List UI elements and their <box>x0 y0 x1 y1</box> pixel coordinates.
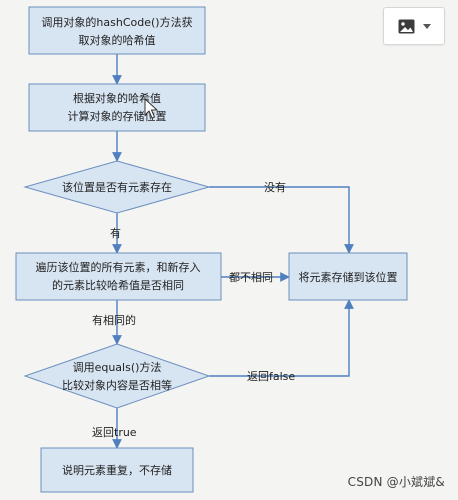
flow-node-n7: 说明元素重复，不存储 <box>40 447 194 493</box>
process-box <box>28 6 206 55</box>
decision-diamond <box>23 343 211 409</box>
process-box <box>15 252 222 301</box>
node-text-n2-line-1: 计算对象的存储位置 <box>68 109 167 123</box>
watermark: CSDN @小斌斌& <box>347 475 445 489</box>
decision-diamond <box>23 160 211 214</box>
process-box <box>40 447 194 493</box>
node-text-n5-line-0: 将元素存储到该位置 <box>299 270 398 284</box>
mouse-cursor-icon <box>144 97 159 119</box>
edge-label-n4-to-n5: 都不相同 <box>229 271 273 284</box>
node-text-n4-line-0: 遍历该位置的所有元素，和新存入 <box>36 260 201 274</box>
node-text-n6-line-0: 调用equals()方法 <box>73 360 162 374</box>
process-box <box>28 83 206 132</box>
node-text-n4-line-1: 的元素比较哈希值是否相同 <box>52 278 184 292</box>
edge-label-n4-to-n6: 有相同的 <box>92 313 136 327</box>
node-text-n2-line-0: 根据对象的哈希值 <box>73 91 161 105</box>
image-icon <box>398 19 414 33</box>
flow-node-n5: 将元素存储到该位置 <box>288 252 408 301</box>
arrow-n3-to-n5 <box>209 186 354 254</box>
process-box <box>288 252 408 301</box>
arrow-n6-to-n5 <box>209 299 354 377</box>
edge-label-n6-to-n7: 返回true <box>92 426 137 439</box>
edge-label-n3-to-n5: 没有 <box>264 180 286 194</box>
edge-label-n3-to-n4: 有 <box>110 226 121 240</box>
node-text-n3-line-0: 该位置是否有元素存在 <box>62 180 172 194</box>
node-text-n1-line-1: 取对象的哈希值 <box>79 33 156 47</box>
flow-node-n3: 该位置是否有元素存在 <box>23 160 211 214</box>
edge-label-n6-to-n5: 返回false <box>247 370 295 383</box>
chevron-down-icon[interactable] <box>422 23 431 29</box>
image-insert-button[interactable] <box>383 7 445 45</box>
node-text-n1-line-0: 调用对象的hashCode()方法获 <box>41 15 192 29</box>
node-text-n7-line-0: 说明元素重复，不存储 <box>62 463 172 477</box>
node-text-n6-line-1: 比较对象内容是否相等 <box>62 378 172 392</box>
